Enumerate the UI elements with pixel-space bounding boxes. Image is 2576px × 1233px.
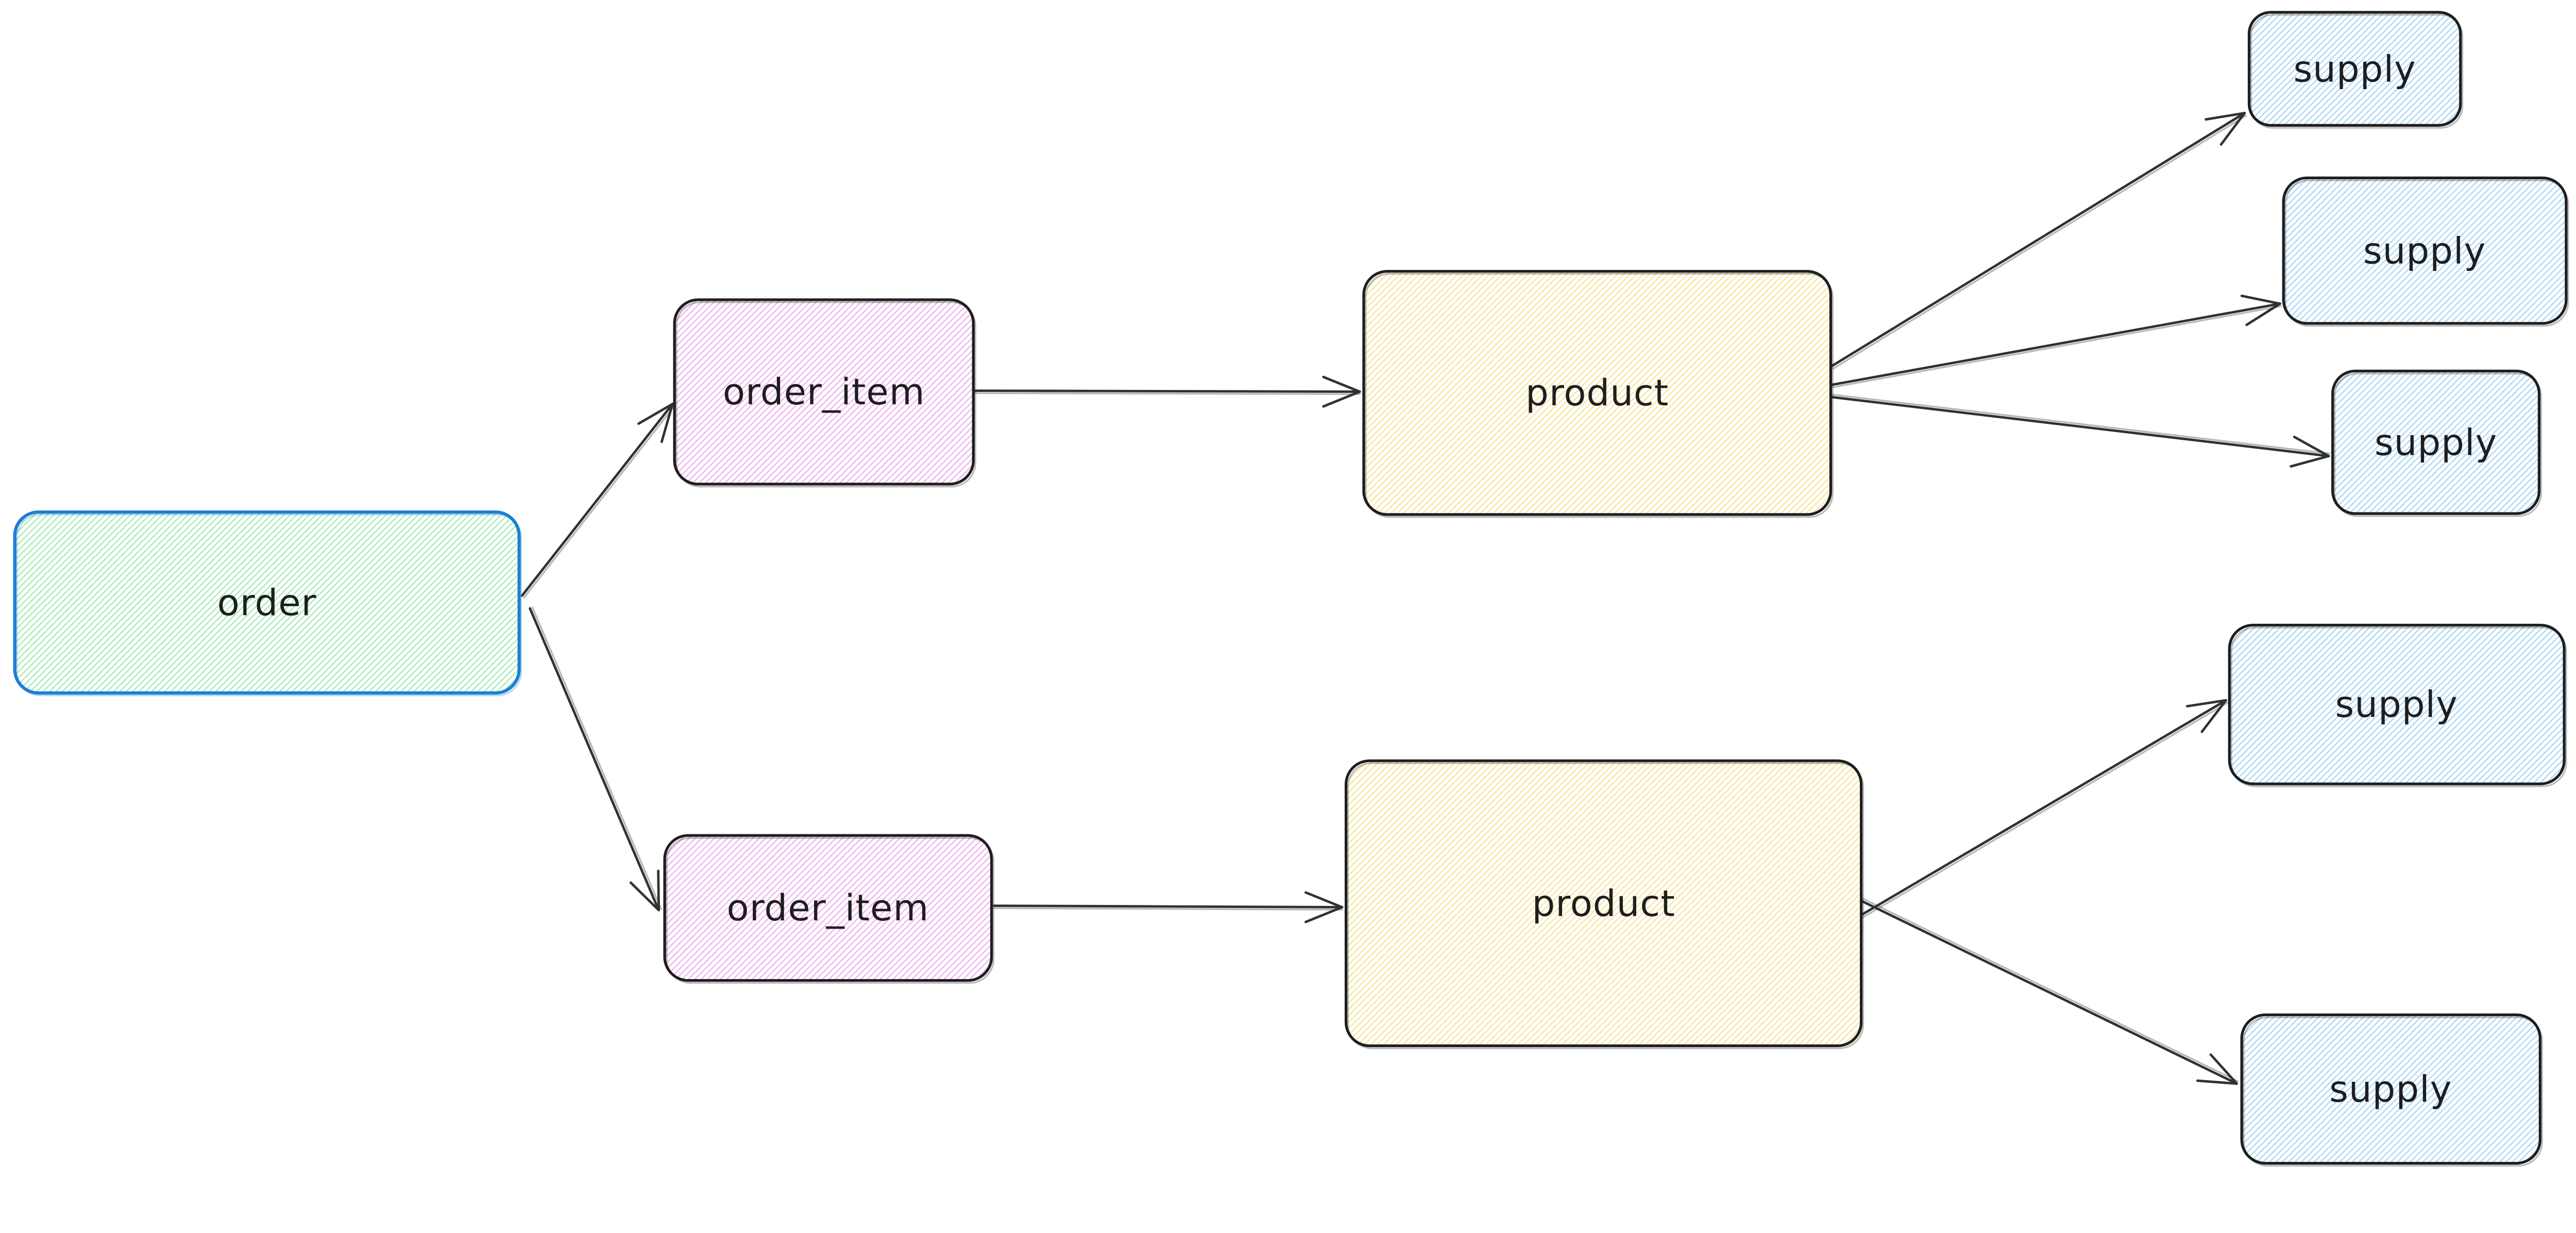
arrow-product-1-to-supply-1[interactable] [1830, 112, 2247, 370]
arrowhead-icon [629, 869, 660, 912]
node-order-resketch [15, 513, 522, 696]
node-order-item-2-shape [663, 834, 993, 982]
node-product-2[interactable]: product [1344, 759, 1865, 1049]
node-product-2-label: product [1532, 882, 1675, 925]
arrow-line-sketch [993, 907, 1343, 911]
node-order-item-1[interactable]: order_item [673, 298, 976, 488]
node-order-shape [13, 510, 521, 695]
node-supply-1-label: supply [2293, 47, 2416, 90]
node-order-item-1-resketch [675, 301, 976, 488]
arrow-product-1-to-supply-3[interactable] [1830, 393, 2331, 468]
arrow-line [1860, 699, 2227, 917]
node-order-item-1-label: order_item [723, 370, 925, 413]
arrowhead-icon [2290, 435, 2330, 468]
arrow-line [529, 607, 660, 912]
arrow-line-sketch [1832, 114, 2247, 370]
arrow-line [973, 389, 1361, 393]
arrow-product-2-to-supply-5[interactable] [1860, 897, 2239, 1085]
arrow-line-sketch [531, 606, 663, 910]
arrow-product-2-to-supply-4[interactable] [1860, 699, 2229, 919]
node-supply-5-resketch [2243, 1016, 2543, 1167]
arrowhead-icon [2205, 112, 2246, 146]
node-product-1[interactable]: product [1362, 270, 1834, 518]
flowchart-svg: order order_item order_item product prod… [13, 11, 2569, 1167]
node-supply-3[interactable]: supply [2331, 369, 2542, 517]
node-supply-5-label: supply [2329, 1068, 2452, 1110]
node-supply-5[interactable]: supply [2240, 1013, 2543, 1167]
node-supply-4[interactable]: supply [2228, 624, 2567, 787]
node-order-item-2-resketch [666, 837, 995, 984]
node-supply-3-resketch [2333, 372, 2542, 517]
arrow-product-1-to-supply-2[interactable] [1830, 295, 2282, 388]
node-product-1-label: product [1526, 371, 1669, 414]
nodes-layer: order order_item order_item product prod… [13, 11, 2569, 1167]
node-order-item-1-shape [673, 298, 975, 486]
node-supply-4-label: supply [2335, 683, 2458, 726]
arrow-line [1860, 899, 2238, 1085]
arrow-order-to-order-item-1[interactable] [520, 402, 675, 598]
arrow-line-sketch [523, 405, 675, 598]
arrowhead-icon [637, 402, 674, 443]
node-supply-2-label: supply [2363, 229, 2486, 272]
arrow-order-item-2-to-product-2[interactable] [993, 891, 1344, 923]
arrow-line [993, 904, 1344, 909]
node-supply-1[interactable]: supply [2247, 11, 2464, 129]
arrowhead-icon [2196, 1053, 2238, 1085]
arrowhead-icon [2240, 295, 2281, 327]
arrow-line-sketch [1832, 393, 2331, 455]
node-supply-3-label: supply [2375, 421, 2497, 464]
arrowhead-icon [1304, 891, 1344, 923]
node-order-item-2-label: order_item [727, 886, 929, 929]
node-supply-4-shape [2228, 624, 2566, 785]
node-supply-5-shape [2240, 1013, 2541, 1165]
node-product-2-resketch [1347, 762, 1865, 1049]
node-supply-2-shape [2282, 176, 2568, 325]
arrowhead-icon [1322, 375, 1361, 408]
node-supply-2[interactable]: supply [2282, 176, 2569, 327]
node-supply-1-resketch [2250, 13, 2464, 129]
node-order-item-2[interactable]: order_item [663, 834, 995, 984]
arrow-line [520, 402, 674, 597]
arrow-order-to-order-item-2[interactable] [529, 606, 663, 912]
edges-layer [520, 112, 2331, 1085]
node-product-2-shape [1344, 759, 1863, 1048]
node-order[interactable]: order [13, 510, 522, 696]
arrow-line [1830, 302, 2281, 386]
arrowhead-icon [2185, 699, 2227, 733]
arrow-order-item-1-to-product-1[interactable] [973, 375, 1361, 408]
node-supply-4-resketch [2230, 626, 2567, 787]
node-supply-2-resketch [2284, 179, 2569, 327]
diagram-canvas: order order_item order_item product prod… [13, 11, 2569, 1167]
node-product-1-shape [1362, 270, 1833, 516]
node-order-label: order [217, 581, 317, 624]
arrow-line-sketch [1861, 897, 2239, 1082]
arrow-line-sketch [1832, 305, 2282, 388]
arrow-line-sketch [1861, 701, 2229, 919]
arrow-line [1830, 396, 2330, 457]
arrow-line-sketch [974, 392, 1361, 395]
node-product-1-resketch [1365, 272, 1834, 518]
arrow-line [1830, 112, 2246, 368]
node-supply-3-shape [2331, 369, 2541, 515]
node-supply-1-shape [2247, 11, 2462, 127]
